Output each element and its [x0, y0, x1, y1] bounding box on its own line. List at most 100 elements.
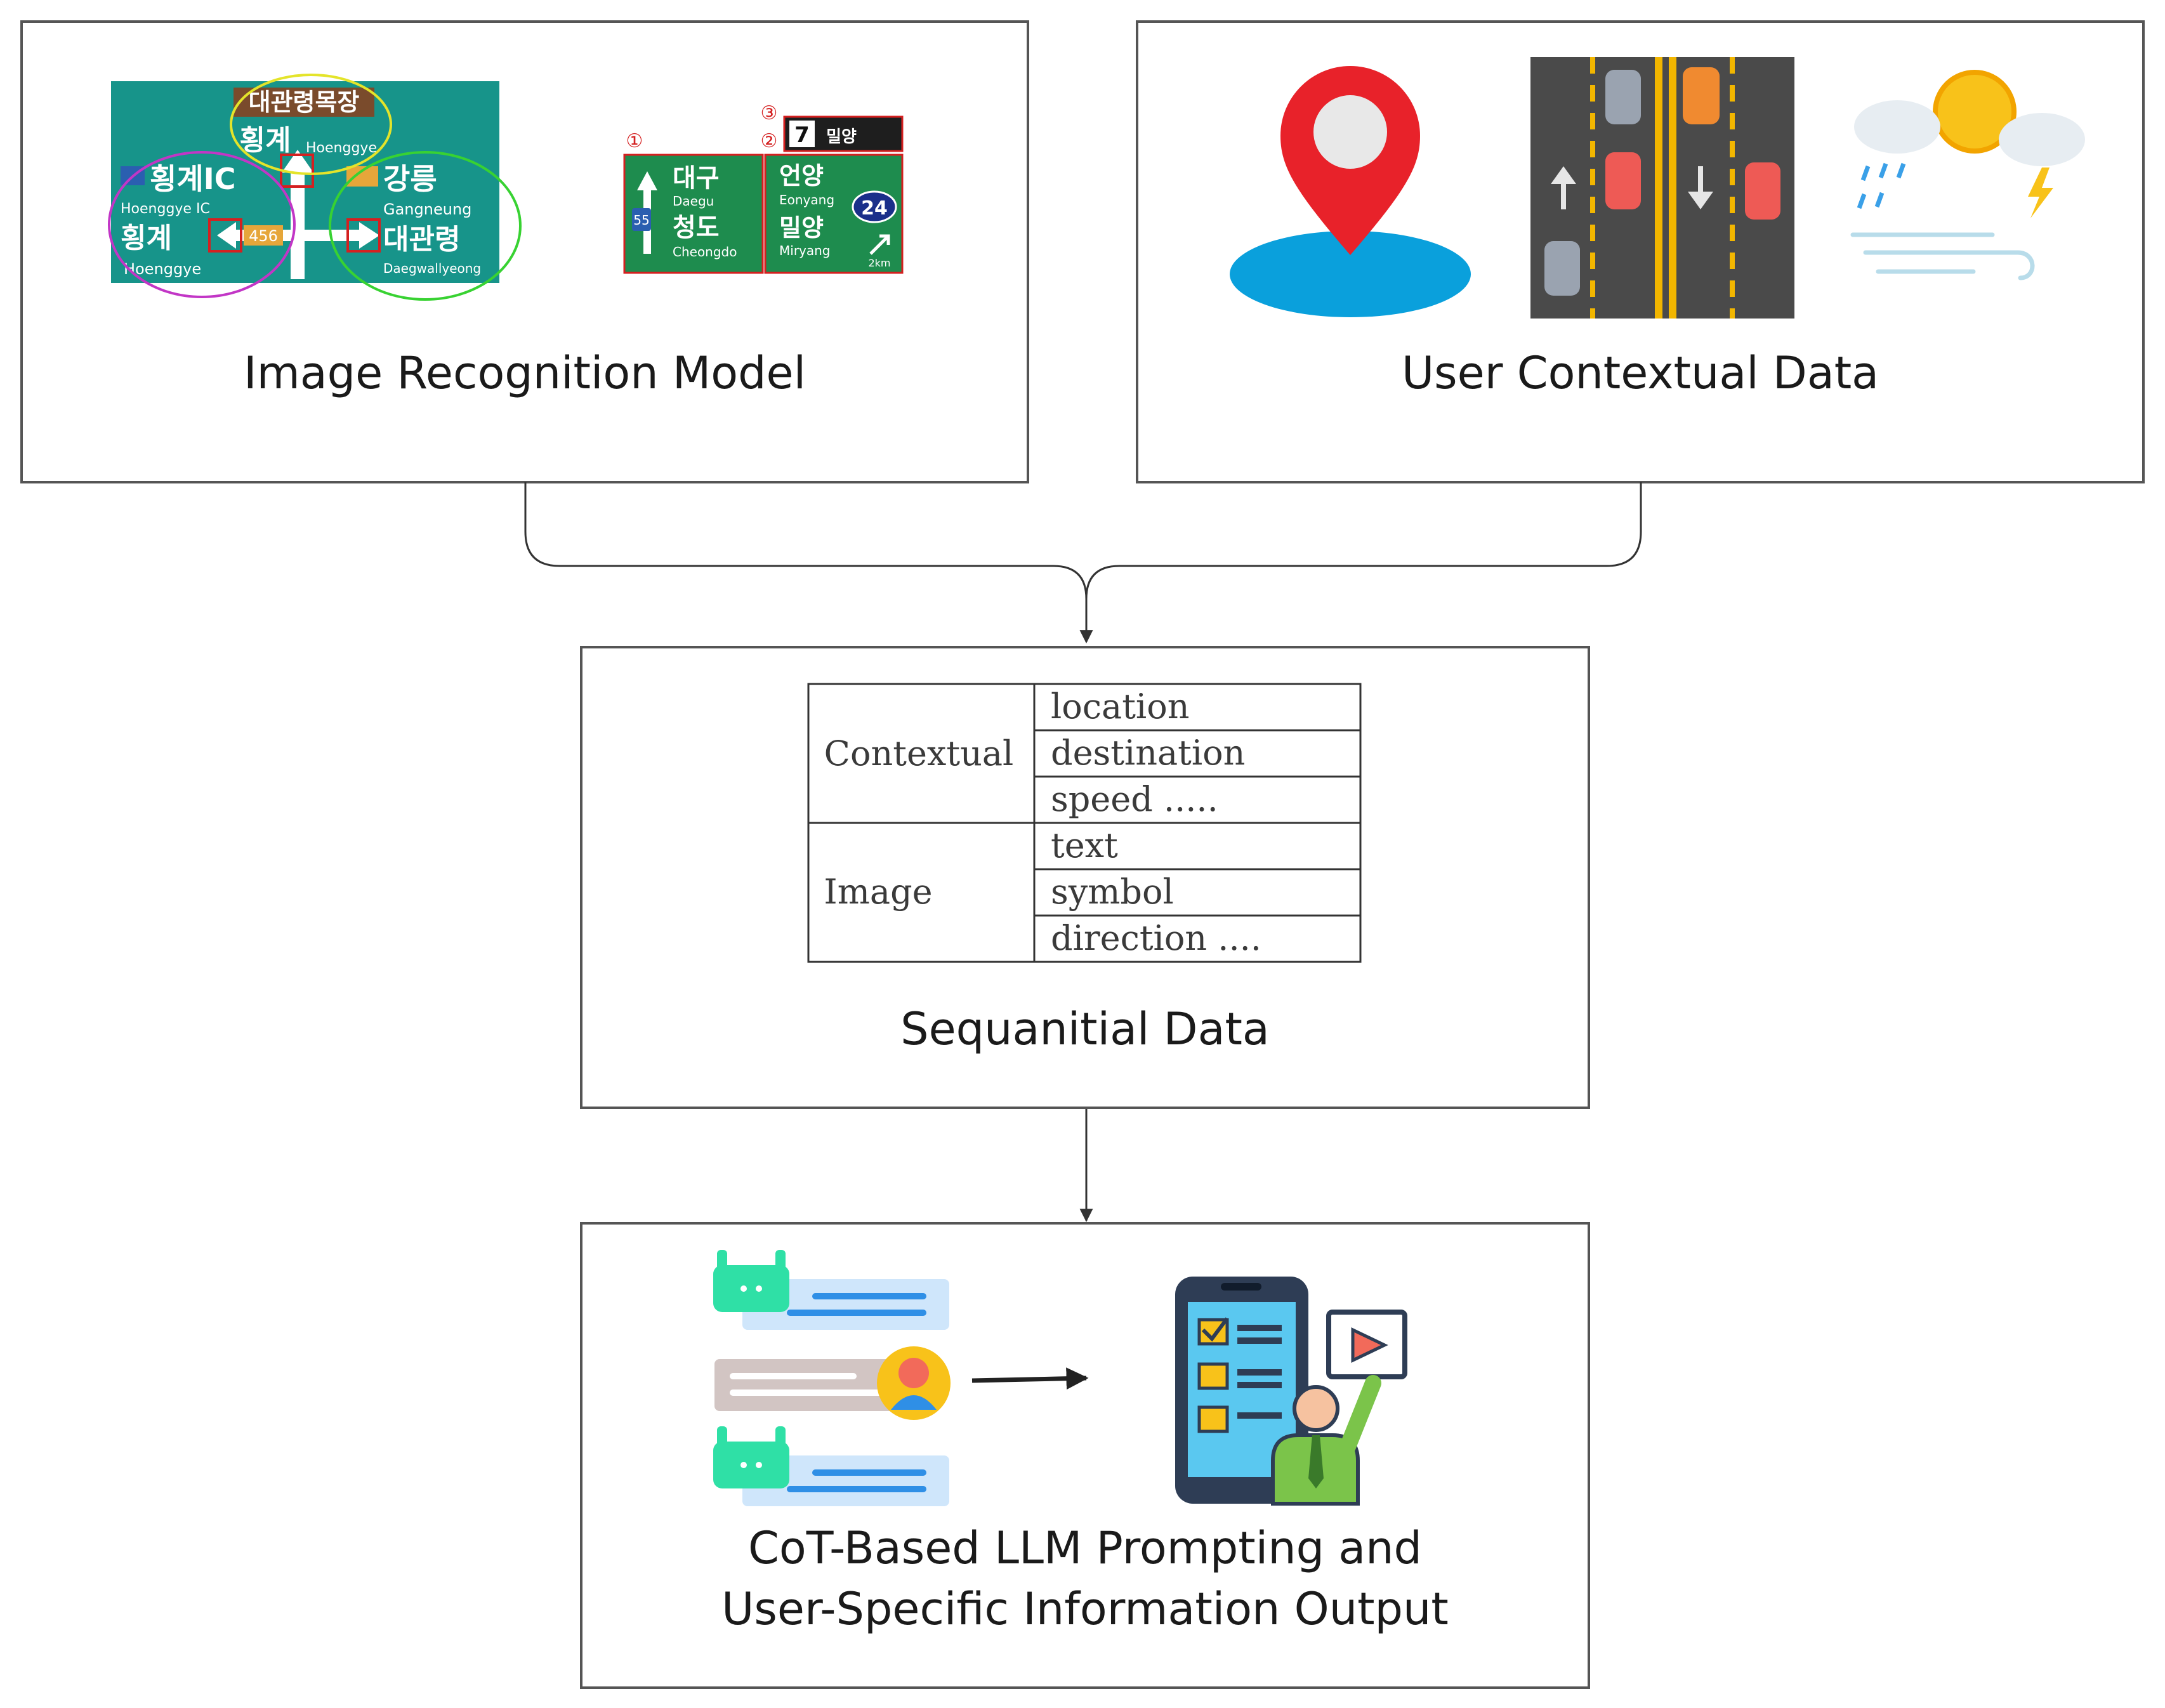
- table-cell: symbol: [1051, 872, 1174, 912]
- sign-right-en-2: Daegwallyeong: [383, 261, 481, 276]
- detect-box-right: [346, 218, 381, 253]
- exit-number-box: [789, 121, 815, 147]
- bubble-line: [787, 1310, 926, 1316]
- sun: [1933, 70, 2017, 154]
- bot-bubble-1: [742, 1279, 949, 1330]
- detect-ellipse-magenta: [108, 151, 296, 298]
- sign-right-ko-1: 강릉: [383, 162, 437, 196]
- car-red-2: [1745, 162, 1780, 220]
- bubble-line: [787, 1486, 926, 1492]
- marker-1: ①: [626, 130, 643, 152]
- cloud-right: [1999, 113, 2085, 166]
- detect-ellipse-green: [329, 151, 522, 301]
- sign-banner-text: 대관령목장: [249, 88, 360, 116]
- table-cell: direction ....: [1051, 918, 1261, 958]
- small-left-en-1: Daegu: [673, 194, 714, 209]
- sign-right-arrow-icon: [359, 222, 379, 249]
- sign-left-arrow-icon: [217, 222, 236, 249]
- small-right-en-1: Eonyang: [779, 192, 834, 207]
- table-cell: speed .....: [1051, 779, 1218, 819]
- detect-ellipse-yellow: [230, 74, 392, 175]
- road-down-arrow-icon: [1688, 166, 1713, 209]
- sign-left-ko: 횡계: [121, 222, 172, 254]
- wind-lines: [1850, 232, 2035, 280]
- bubble-line: [730, 1373, 857, 1379]
- small-right-ko-2: 밀양: [779, 214, 824, 242]
- panel-output-label-line1: CoT-Based LLM Prompting and: [748, 1522, 1422, 1574]
- sign-left-ic-en: Hoenggye IC: [121, 201, 210, 217]
- lightning-bolt: [2028, 168, 2053, 218]
- location-pin-icon: [1230, 66, 1471, 317]
- merge-connector: [524, 482, 1642, 644]
- sign-right-ko-2: 대관령: [383, 223, 460, 256]
- road-sign-large: 대관령목장 횡계 Hoenggye 횡계IC Hoenggye IC 횡계 Ho…: [108, 74, 522, 301]
- small-right-ko-1: 언양: [779, 162, 824, 190]
- feature-table: Contextual Image location destination sp…: [807, 683, 1362, 963]
- panel-user-context-label: User Contextual Data: [1402, 347, 1879, 399]
- table-group-image: Image: [824, 872, 932, 912]
- chat-conversation-icon: [713, 1250, 951, 1506]
- small-sign-diag-arrow-icon: [869, 234, 890, 255]
- sign-left-ic-ko: 횡계IC: [150, 162, 236, 196]
- marker-3: ③: [761, 102, 778, 124]
- small-sign-left-route: 55: [633, 213, 649, 228]
- detect-box-left: [208, 218, 242, 253]
- car-grey-1: [1605, 70, 1641, 124]
- marker-2: ②: [761, 130, 778, 152]
- road-sign-small: ① ② ③ 7 밀양 55 대구 Daegu 청도 Cheongdo 언양 Eo…: [623, 102, 904, 274]
- small-right-route: 24: [861, 197, 888, 220]
- table-cell: text: [1051, 825, 1118, 865]
- small-left-ko-2: 청도: [673, 213, 720, 242]
- panel-output-label-line2: User-Specific Information Output: [721, 1583, 1449, 1635]
- table-cell: destination: [1051, 733, 1245, 773]
- play-icon: [1351, 1327, 1388, 1363]
- table-group-contextual: Contextual: [824, 733, 1014, 773]
- pin-hole: [1313, 95, 1387, 169]
- sign-route-plate: [244, 225, 283, 246]
- panel-output: CoT-Based LLM Prompting and User-Specifi…: [580, 1222, 1590, 1689]
- small-sign-dist: 2km: [868, 257, 890, 269]
- smartphone-presenter-icon: [1175, 1277, 1407, 1506]
- panel-user-context: User Contextual Data: [1136, 20, 2145, 483]
- sign-north-en: Hoenggye: [306, 140, 377, 156]
- user-avatar-icon: [877, 1346, 951, 1420]
- small-sign-route-shield: [632, 208, 651, 231]
- user-bubble: [714, 1359, 905, 1411]
- sign-up-arrow-icon: [282, 150, 313, 173]
- sign-left-route: 456: [249, 227, 278, 245]
- bubble-line: [812, 1469, 926, 1476]
- check-box-2: [1197, 1362, 1229, 1390]
- output-arrow-icon: [971, 1367, 1089, 1390]
- panel-image-recognition-label: Image Recognition Model: [244, 347, 806, 399]
- sign-vertical-arrow-shaft: [291, 165, 305, 279]
- exit-label: 밀양: [826, 128, 857, 147]
- small-left-ko-1: 대구: [673, 164, 720, 193]
- sign-right-en-1: Gangneung: [383, 200, 471, 218]
- car-red-1: [1605, 152, 1641, 209]
- exit-number: 7: [794, 122, 810, 148]
- car-grey-2: [1544, 241, 1580, 296]
- sign-north-ko: 횡계: [240, 124, 291, 157]
- road-center-line-1: [1655, 57, 1662, 319]
- cloud-left: [1854, 100, 1940, 154]
- bubble-line: [730, 1389, 882, 1396]
- small-sign-route-oval: [852, 190, 897, 223]
- panel-sequential-label: Sequanitial Data: [900, 1003, 1270, 1055]
- check-mark: [1201, 1317, 1229, 1342]
- weather-icon: [1850, 70, 2085, 280]
- presenter-head: [1293, 1385, 1339, 1432]
- table-cell: location: [1051, 686, 1189, 726]
- sign-banner: [234, 88, 374, 117]
- traffic-road-icon: [1530, 57, 1794, 319]
- panel-sequential: Contextual Image location destination sp…: [580, 646, 1590, 1109]
- small-left-en-2: Cheongdo: [673, 244, 737, 259]
- presenter-tie: [1308, 1435, 1324, 1488]
- connector-right: [1085, 482, 1642, 600]
- panel-image-recognition: 대관령목장 횡계 Hoenggye 횡계IC Hoenggye IC 횡계 Ho…: [20, 20, 1029, 483]
- rain-drops: [1857, 162, 1906, 209]
- bubble-line: [812, 1293, 926, 1299]
- road-up-arrow-icon: [1551, 166, 1576, 209]
- pin-shadow: [1230, 231, 1471, 317]
- small-right-en-2: Miryang: [779, 243, 831, 258]
